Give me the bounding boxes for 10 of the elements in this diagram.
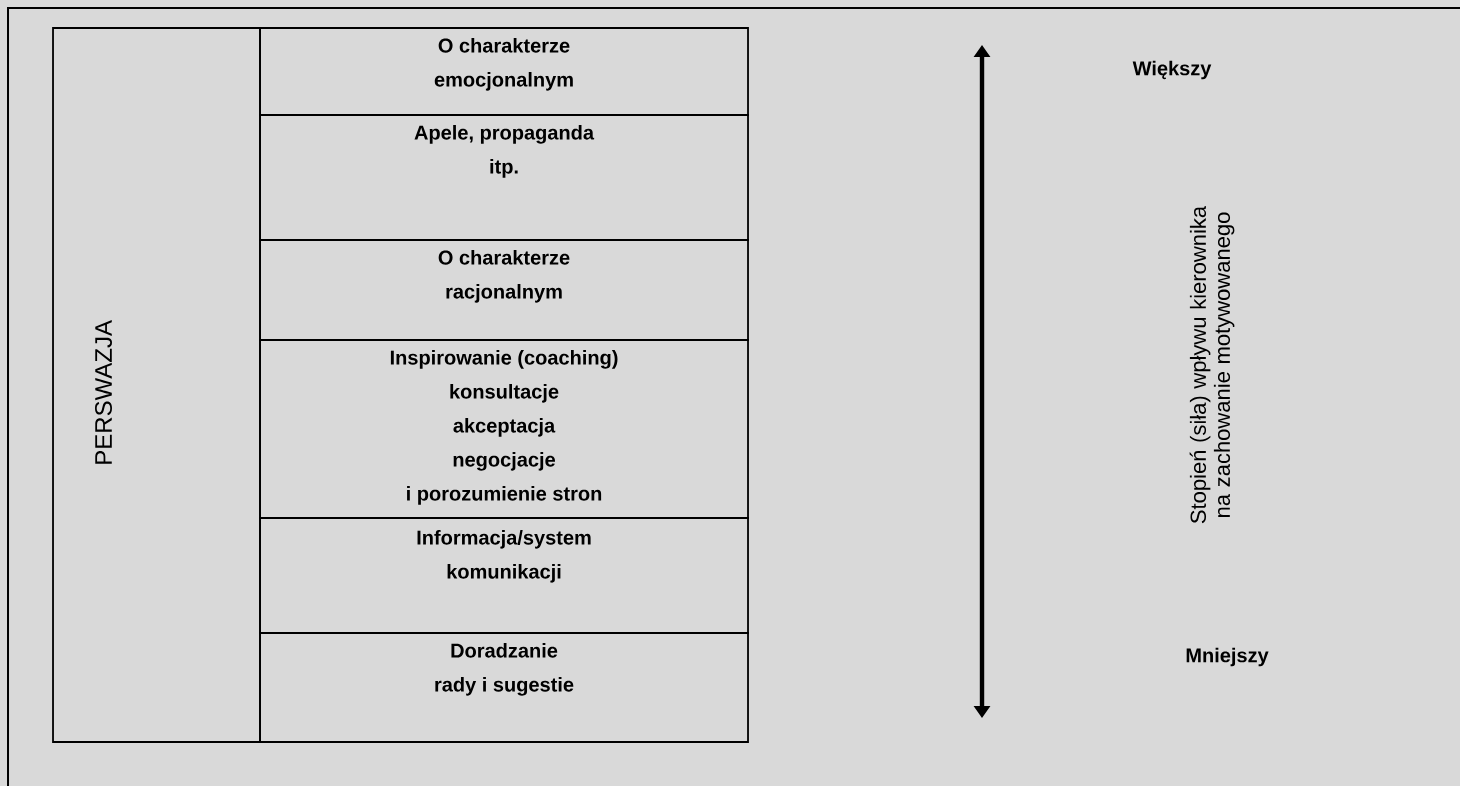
table-cell: O charakterze emocjonalnym bbox=[259, 27, 749, 116]
table-cell: Apele, propaganda itp. bbox=[259, 114, 749, 241]
table-cell: Doradzanie rady i sugestie bbox=[259, 632, 749, 743]
axis-label: Stopień (siła) wpływu kierownika na zachowanie motywowanego bbox=[1189, 205, 1235, 524]
table-cell: Inspirowanie (coaching) konsultacje akceptacja negocjacje i porozumienie stron bbox=[259, 339, 749, 519]
scale-label: Większy bbox=[1132, 60, 1212, 80]
scale-label: Mniejszy bbox=[1186, 647, 1269, 667]
table-cell: Informacja/system komunikacji bbox=[259, 517, 749, 634]
table-cell: O charakterze racjonalnym bbox=[259, 239, 749, 341]
category-box: PERSWAZJA bbox=[52, 27, 261, 743]
